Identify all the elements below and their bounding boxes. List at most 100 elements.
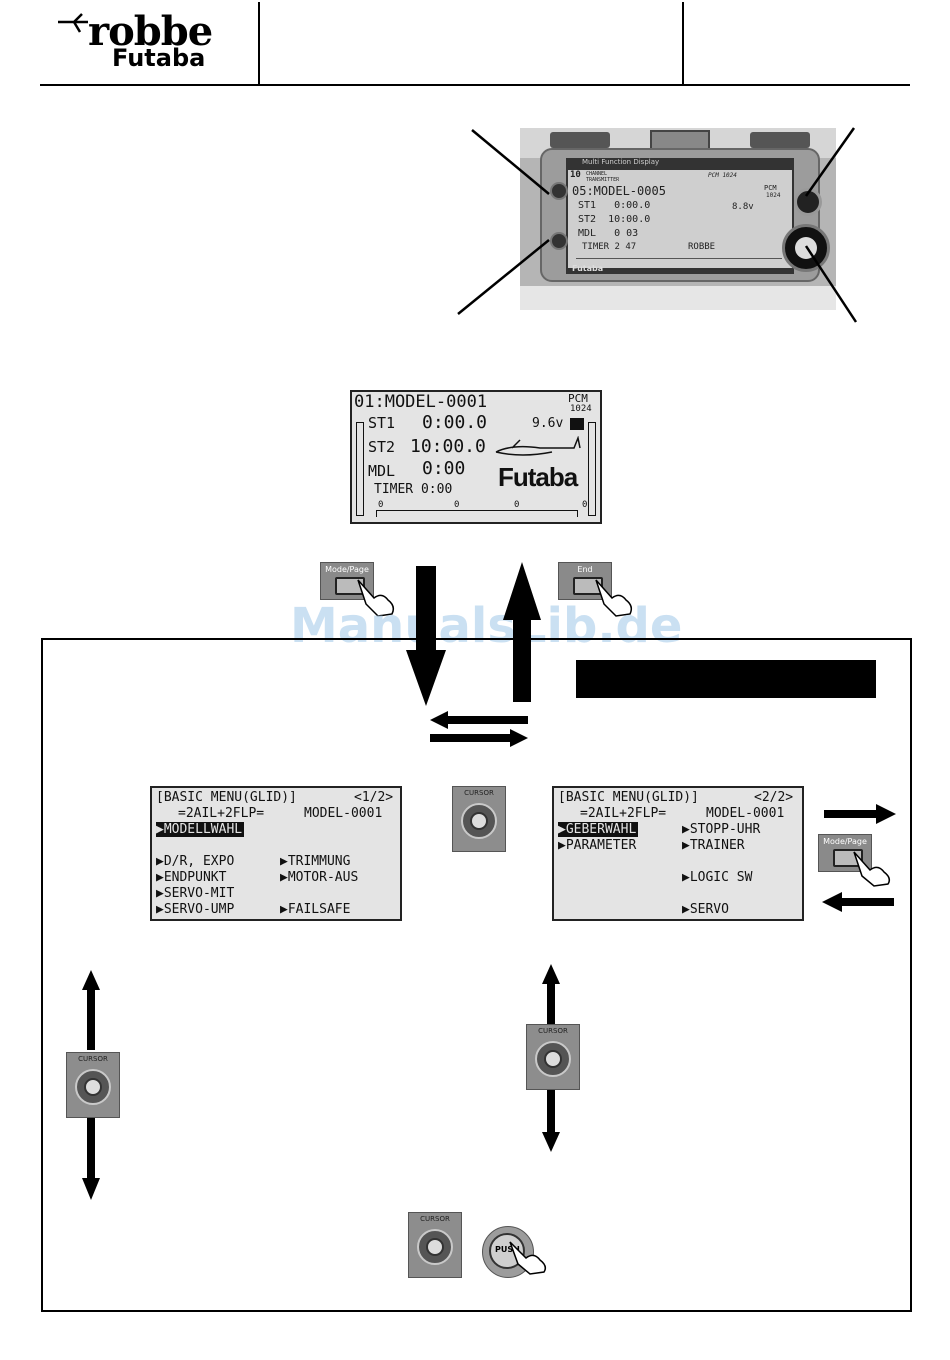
menu-item-motor-aus[interactable]: ▶MOTOR-AUS xyxy=(280,870,359,885)
home-brand: Futaba xyxy=(498,462,578,492)
pointing-hand-icon xyxy=(509,1241,547,1275)
menu-item-label: TRAINER xyxy=(689,838,745,853)
menu-item-label: SERVO xyxy=(689,902,729,917)
up-arrow-icon xyxy=(503,562,541,702)
mode-page-button-photo xyxy=(550,182,568,200)
menu-item-servo-mit[interactable]: ▶SERVO-MIT xyxy=(156,886,235,901)
photo-pcm-num: 1024 xyxy=(766,192,781,199)
logo-robbe: robbe xyxy=(88,8,213,55)
up-arrow-icon xyxy=(82,970,100,1050)
menu-item-servo-ump[interactable]: ▶SERVO-UMP xyxy=(156,902,235,917)
header-rule xyxy=(40,84,910,86)
menu-item-parameter[interactable]: ▶PARAMETER xyxy=(558,838,637,853)
menu-item-label: SERVO-MIT xyxy=(163,886,235,901)
home-st2-label: ST2 xyxy=(368,438,396,456)
photo-voltage: 8.8v xyxy=(732,202,754,212)
menu-item-label: TRIMMUNG xyxy=(287,854,351,869)
logo-futaba: Futaba xyxy=(112,44,206,72)
menu-item-stopp-uhr[interactable]: ▶STOPP-UHR xyxy=(682,822,761,837)
home-pcm: PCM xyxy=(568,392,588,405)
menu1-title: [BASIC MENU(GLID)] xyxy=(156,790,297,805)
mode-page-button[interactable]: Mode/Page xyxy=(818,834,872,872)
menu-item-label: SERVO-UMP xyxy=(163,902,235,917)
header-divider xyxy=(682,2,684,84)
menu-item-servo[interactable]: ▶SERVO xyxy=(682,902,729,917)
menu2-page: <2/2> xyxy=(754,790,794,805)
right-arrow-icon xyxy=(824,804,896,824)
display-caption: Multi Function Display xyxy=(582,158,660,166)
home-trim-left xyxy=(356,422,364,516)
header-divider xyxy=(258,2,260,84)
cursor-knob[interactable]: CURSOR xyxy=(452,786,506,852)
photo-brand: Futaba xyxy=(572,264,604,273)
cursor-knob[interactable]: CURSOR xyxy=(526,1024,580,1090)
photo-screen: 10 CHANNEL TRANSMITTER PCM 1024 05:MODEL… xyxy=(568,170,792,268)
home-pcm-num: 1024 xyxy=(570,404,592,414)
menu-item-label: MOTOR-AUS xyxy=(287,870,359,885)
menu1-page: <1/2> xyxy=(354,790,394,805)
cursor-label: CURSOR xyxy=(464,789,494,797)
menu-item-label: PARAMETER xyxy=(565,838,637,853)
section-title-bar xyxy=(576,660,876,698)
menu1-model: MODEL-0001 xyxy=(304,806,383,821)
photo-owner: ROBBE xyxy=(688,242,716,252)
cursor-knob-photo xyxy=(794,188,822,216)
basic-menu-page1: [BASIC MENU(GLID)] <1/2> =2AIL+2FLP= MOD… xyxy=(150,786,402,921)
cursor-knob[interactable]: CURSOR xyxy=(408,1212,462,1278)
pointing-hand-icon xyxy=(357,579,395,617)
photo-pcm: PCM xyxy=(764,184,777,192)
menu-item-dr-expo[interactable]: ▶D/R, EXPO xyxy=(156,854,235,869)
trim-zero: 0 xyxy=(582,500,588,510)
cursor-label: CURSOR xyxy=(420,1215,450,1223)
basic-menu-page2: [BASIC MENU(GLID)] <2/2> =2AIL+2FLP= MOD… xyxy=(552,786,804,921)
menu-item-label: ENDPUNKT xyxy=(163,870,227,885)
watermark: ManualsLib.de xyxy=(290,598,683,654)
menu-item-trainer[interactable]: ▶TRAINER xyxy=(682,838,745,853)
menu2-mix: =2AIL+2FLP= xyxy=(580,806,667,821)
home-title: 01:MODEL-0001 xyxy=(354,392,488,412)
trim-zero: 0 xyxy=(378,500,384,510)
menu-item-logic-sw[interactable]: ▶LOGIC SW xyxy=(682,870,753,885)
cursor-knob[interactable]: CURSOR xyxy=(66,1052,120,1118)
right-arrow-icon xyxy=(430,729,528,747)
home-mdl-value: 0:00 xyxy=(422,458,466,479)
menu-item-endpunkt[interactable]: ▶ENDPUNKT xyxy=(156,870,227,885)
home-st1-value: 0:00.0 xyxy=(422,412,488,433)
airplane-logo-icon xyxy=(58,13,88,33)
menu-item-modellwahl[interactable]: ▶MODELLWAHL xyxy=(156,822,245,837)
menu-item-label: D/R, EXPO xyxy=(163,854,235,869)
menu-item-geberwahl[interactable]: ▶GEBERWAHL xyxy=(558,822,639,837)
home-trim-right xyxy=(588,422,596,516)
photo-st2: ST2 10:00.0 xyxy=(578,214,651,225)
menu1-mix: =2AIL+2FLP= xyxy=(178,806,265,821)
down-arrow-icon xyxy=(542,1090,560,1152)
battery-icon xyxy=(570,418,584,430)
trim-zero: 0 xyxy=(514,500,520,510)
pointing-hand-icon xyxy=(595,579,633,617)
mode-label: PCM 1024 xyxy=(708,172,737,179)
glider-icon xyxy=(495,436,581,456)
home-screen: 01:MODEL-0001 PCM 1024 ST1 0:00.0 9.6v S… xyxy=(350,390,602,524)
home-trim-bottom xyxy=(376,510,578,517)
cursor-label: CURSOR xyxy=(538,1027,568,1035)
end-label: End xyxy=(577,565,593,574)
left-arrow-icon xyxy=(430,711,528,729)
photo-timer: TIMER 2 47 xyxy=(582,242,637,252)
push-label: PUSH xyxy=(495,1245,520,1254)
channel-count: 10 xyxy=(570,170,581,180)
home-mdl-label: MDL xyxy=(368,462,396,480)
down-arrow-icon xyxy=(406,566,446,706)
menu-item-failsafe[interactable]: ▶FAILSAFE xyxy=(280,902,351,917)
home-st1-label: ST1 xyxy=(368,414,396,432)
mode-page-label: Mode/Page xyxy=(823,837,867,846)
transmitter-photo: Multi Function Display 10 CHANNEL TRANSM… xyxy=(520,128,836,310)
photo-mdl: MDL 0 03 xyxy=(578,228,639,239)
down-arrow-icon xyxy=(82,1118,100,1200)
up-arrow-icon xyxy=(542,964,560,1024)
photo-screen-title: 05:MODEL-0005 xyxy=(572,184,666,198)
menu-item-trimmung[interactable]: ▶TRIMMUNG xyxy=(280,854,351,869)
photo-st1: ST1 0:00.0 xyxy=(578,200,651,211)
menu2-model: MODEL-0001 xyxy=(706,806,785,821)
